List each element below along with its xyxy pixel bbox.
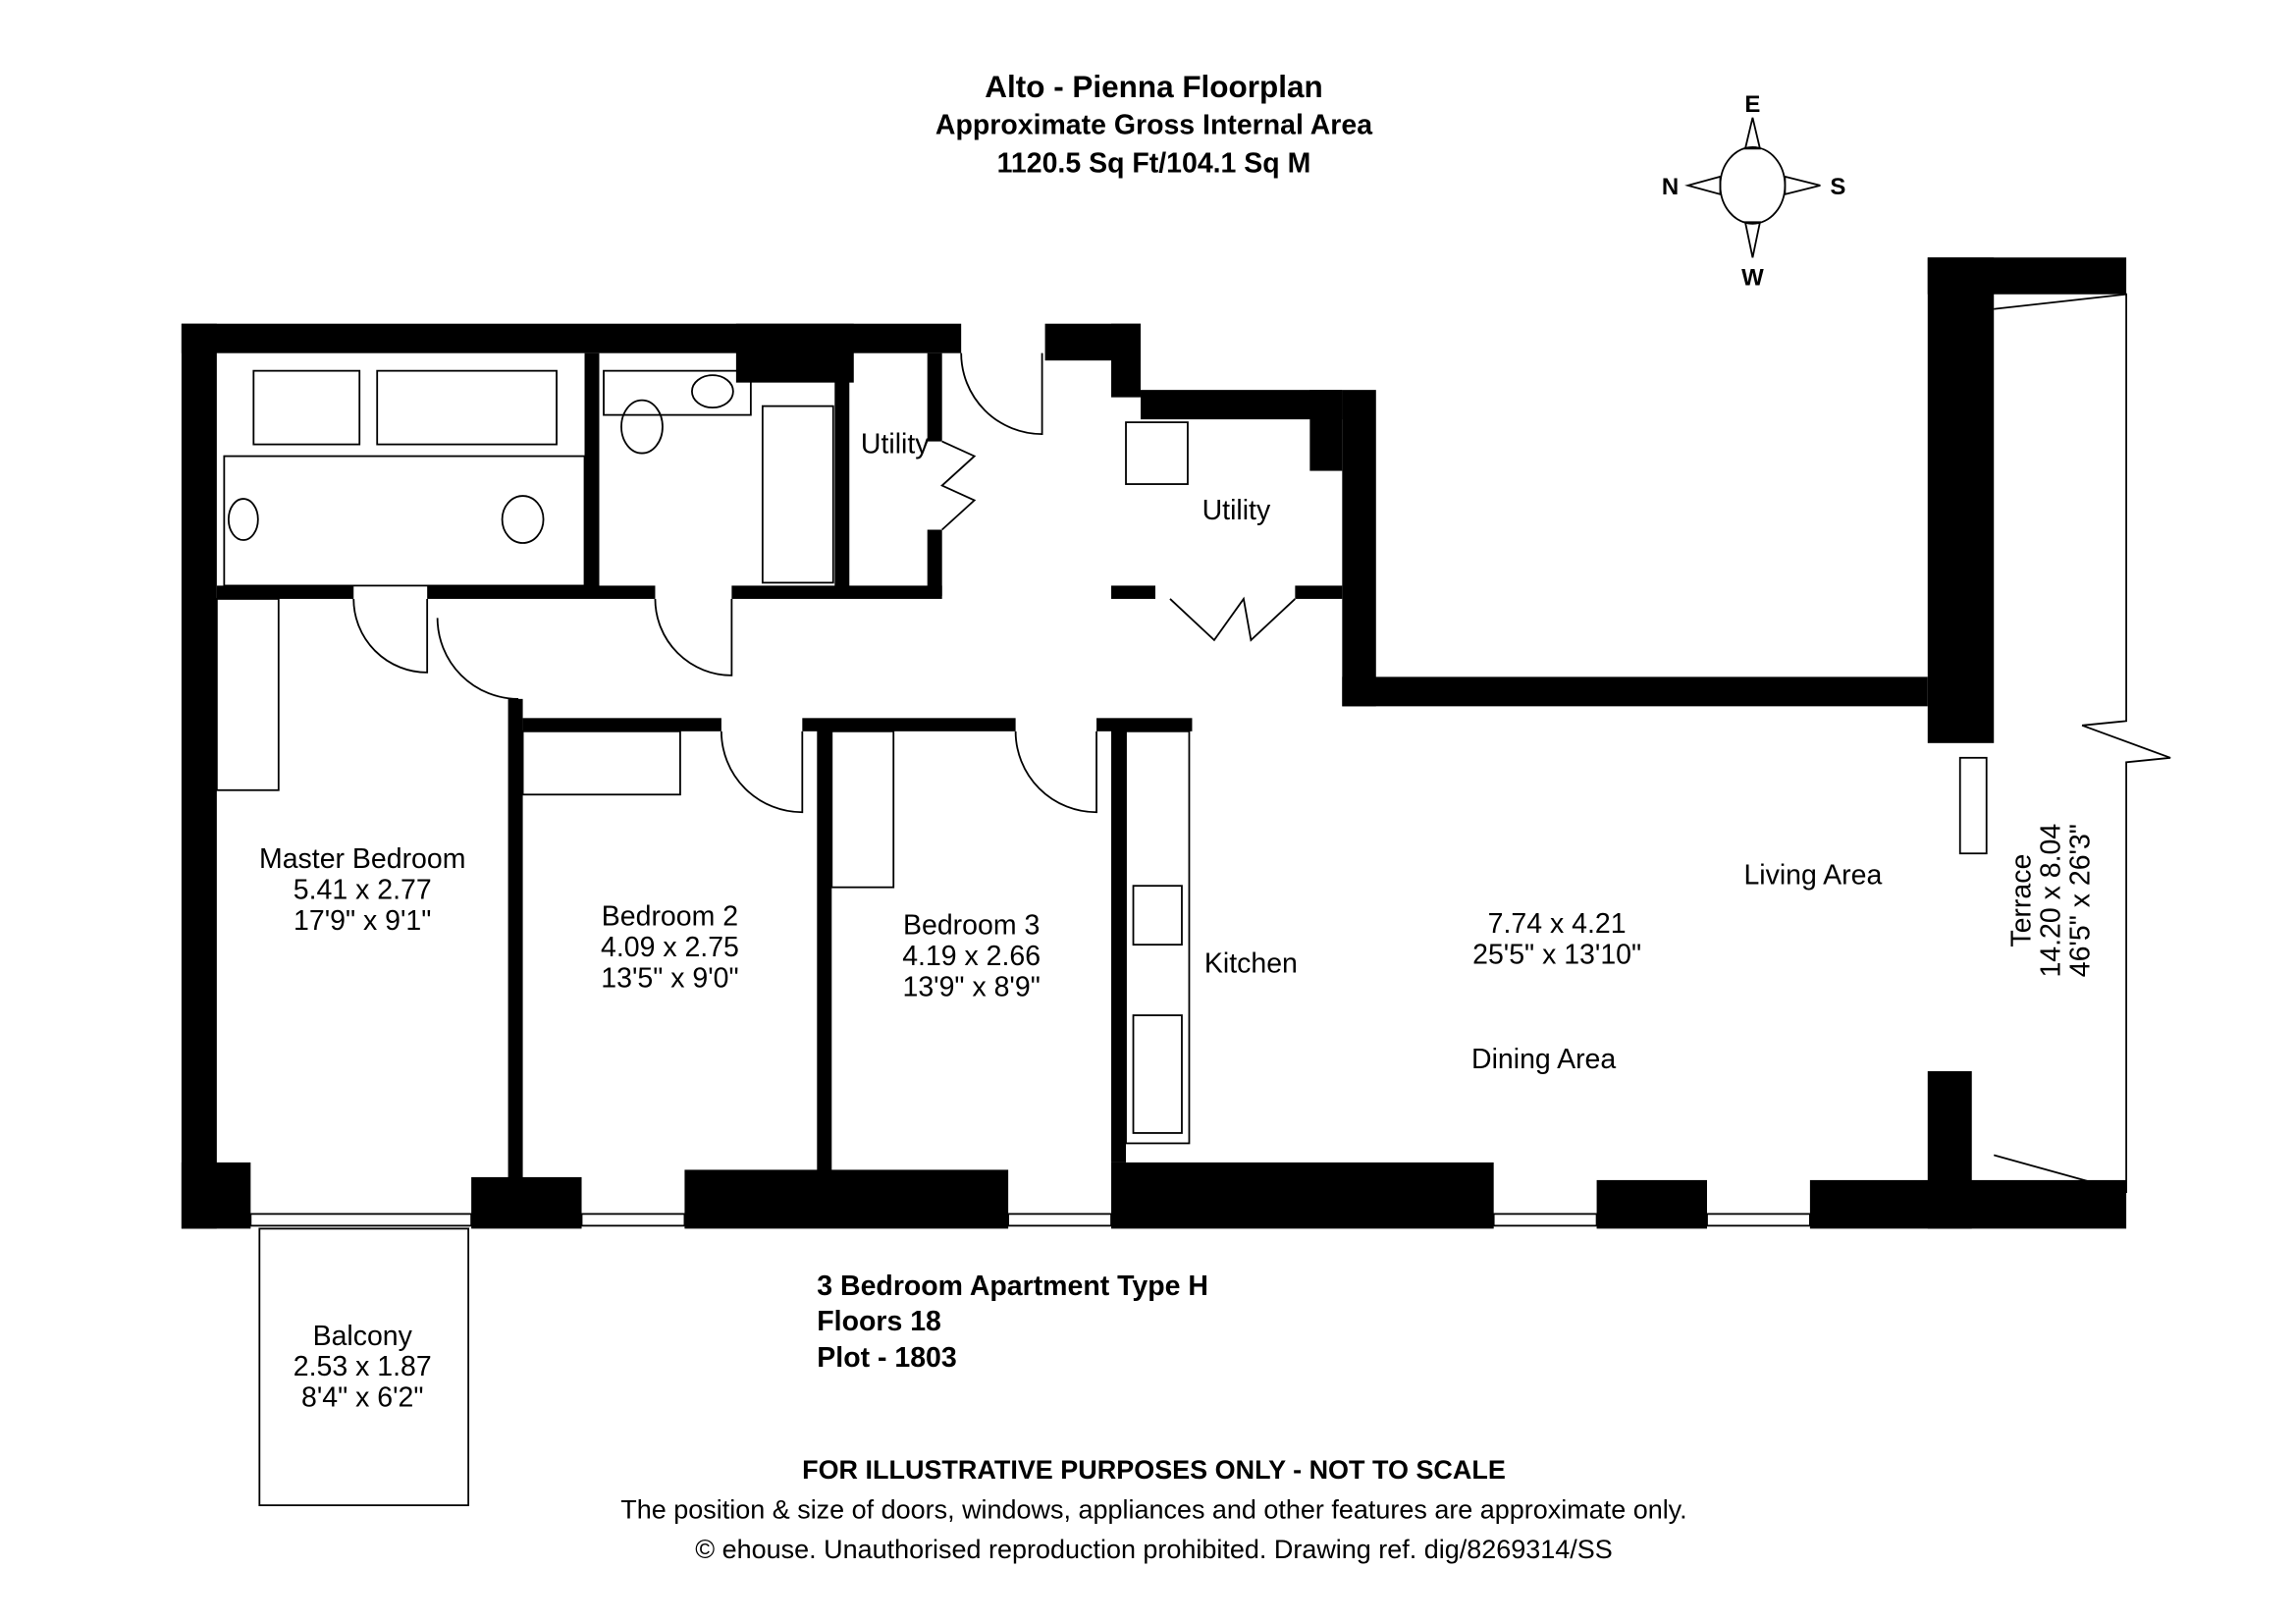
room-balcony-name: Balcony (313, 1321, 413, 1352)
room-living-metric: 7.74 x 4.21 (1488, 908, 1627, 940)
walls (181, 257, 2127, 1229)
room-terrace-metric: 14.20 x 8.04 (2036, 824, 2067, 978)
plan-title: Alto - Pienna Floorplan (985, 70, 1322, 104)
room-balcony-metric: 2.53 x 1.87 (294, 1351, 432, 1382)
balcony-outline (258, 1227, 470, 1507)
compass-n: N (1662, 174, 1679, 200)
disclaimer: FOR ILLUSTRATIVE PURPOSES ONLY - NOT TO … (802, 1455, 1506, 1485)
room-master-metric: 5.41 x 2.77 (294, 875, 432, 906)
plan-subtitle: Approximate Gross Internal Area (935, 109, 1373, 140)
room-bed3-imperial: 13'9" x 8'9" (903, 972, 1041, 1003)
room-bed3-name: Bedroom 3 (903, 910, 1040, 942)
approx-note: The position & size of doors, windows, a… (620, 1495, 1686, 1525)
room-master-imperial: 17'9" x 9'1" (294, 905, 431, 937)
room-balcony-imperial: 8'4" x 6'2" (301, 1382, 423, 1414)
room-utility-1: Utility (861, 429, 930, 460)
room-kitchen: Kitchen (1204, 948, 1298, 980)
room-bed3-metric: 4.19 x 2.66 (902, 941, 1041, 972)
room-bed2-name: Bedroom 2 (602, 901, 738, 933)
copyright: © ehouse. Unauthorised reproduction proh… (695, 1535, 1612, 1564)
room-living-imperial: 25'5" x 13'10" (1472, 940, 1641, 971)
room-master-name: Master Bedroom (259, 843, 465, 875)
fixtures (215, 369, 1191, 1145)
terrace-outline (1993, 293, 2171, 1194)
compass-icon: E N S W (1662, 91, 1846, 292)
apartment-floors: Floors 18 (817, 1306, 941, 1337)
compass-e: E (1744, 91, 1760, 118)
room-dining: Dining Area (1471, 1044, 1616, 1075)
room-utility-2: Utility (1202, 495, 1271, 526)
room-terrace-imperial: 46'5" x 26'3" (2065, 824, 2097, 977)
room-bed2-imperial: 13'5" x 9'0" (601, 963, 738, 995)
apartment-type: 3 Bedroom Apartment Type H (817, 1271, 1208, 1302)
doors (352, 352, 1296, 814)
room-bed2-metric: 4.09 x 2.75 (601, 932, 739, 963)
compass-s: S (1830, 174, 1845, 200)
plan-area: 1120.5 Sq Ft/104.1 Sq M (997, 147, 1311, 179)
room-terrace-name: Terrace (2006, 854, 2038, 947)
room-living-name: Living Area (1743, 860, 1882, 892)
apartment-plot: Plot - 1803 (817, 1342, 956, 1374)
compass-w: W (1741, 265, 1764, 292)
